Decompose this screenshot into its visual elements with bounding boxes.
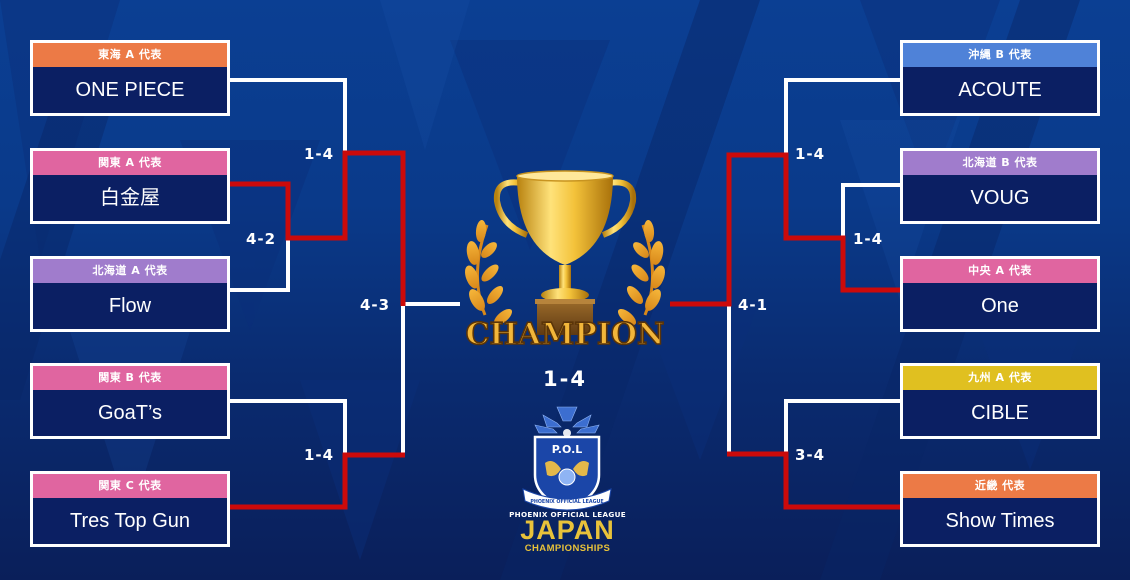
final-score: 1-4 — [543, 367, 587, 391]
team-name: Tres Top Gun — [33, 498, 227, 544]
line-acoute — [784, 78, 900, 155]
region-label: 九州 A 代表 — [903, 366, 1097, 390]
region-label: 関東 A 代表 — [33, 151, 227, 175]
team-name: ACOUTE — [903, 67, 1097, 113]
ribbon-text: PHOENIX OFFICIAL LEAGUE — [530, 499, 603, 505]
score-left-r2-top: 1-4 — [304, 145, 335, 163]
champion-label: CHAMPION — [466, 317, 665, 352]
team-card-goats[interactable]: 関東 B 代表 GoaT’s — [30, 363, 230, 439]
score-left-r1-bottom: 1-4 — [304, 446, 335, 464]
region-label: 関東 C 代表 — [33, 474, 227, 498]
region-label: 北海道 A 代表 — [33, 259, 227, 283]
team-name: CIBLE — [903, 390, 1097, 436]
cup — [517, 175, 613, 265]
team-card-acoute[interactable]: 沖縄 B 代表 ACOUTE — [900, 40, 1100, 116]
team-card-cible[interactable]: 九州 A 代表 CIBLE — [900, 363, 1100, 439]
line-onepiece — [230, 78, 347, 153]
team-name: Show Times — [903, 498, 1097, 544]
region-label: 北海道 B 代表 — [903, 151, 1097, 175]
handle-right — [601, 179, 637, 238]
logo-line-league: PHOENIX OFFICIAL LEAGUE — [509, 510, 626, 519]
shield-text: P.O.L — [552, 443, 583, 456]
region-label: 関東 B 代表 — [33, 366, 227, 390]
region-label: 近畿 代表 — [903, 474, 1097, 498]
team-card-one[interactable]: 中央 A 代表 One — [900, 256, 1100, 332]
score-right-r1-bottom: 3-4 — [795, 446, 826, 464]
team-card-showtimes[interactable]: 近畿 代表 Show Times — [900, 471, 1100, 547]
trophy-base — [537, 301, 593, 335]
score-left-r1-top: 4-2 — [246, 230, 277, 248]
laurel-left — [465, 220, 513, 326]
team-card-shirokaneya[interactable]: 関東 A 代表 白金屋 — [30, 148, 230, 224]
team-card-onepiece[interactable]: 東海 A 代表 ONE PIECE — [30, 40, 230, 116]
score-left-semi: 4-3 — [360, 296, 391, 314]
ribbon — [522, 488, 612, 511]
pol-logo: P.O.L PHOENIX OFFICIAL LEAGUE — [522, 406, 612, 511]
team-card-voug[interactable]: 北海道 B 代表 VOUG — [900, 148, 1100, 224]
score-right-r1-top: 1-4 — [853, 230, 884, 248]
laurel-right — [617, 220, 665, 326]
team-name: VOUG — [903, 175, 1097, 221]
team-name: 白金屋 — [33, 175, 227, 221]
logo-line-championships: CHAMPIONSHIPS — [524, 543, 611, 554]
trophy-icon: CHAMPION — [465, 170, 665, 353]
team-name: One — [903, 283, 1097, 329]
region-label: 東海 A 代表 — [33, 43, 227, 67]
team-card-trestopgun[interactable]: 関東 C 代表 Tres Top Gun — [30, 471, 230, 547]
team-name: Flow — [33, 283, 227, 329]
team-name: ONE PIECE — [33, 67, 227, 113]
region-label: 沖縄 B 代表 — [903, 43, 1097, 67]
team-card-flow[interactable]: 北海道 A 代表 Flow — [30, 256, 230, 332]
handle-left — [493, 179, 529, 238]
team-name: GoaT’s — [33, 390, 227, 436]
score-right-r2-top: 1-4 — [795, 145, 826, 163]
logo-line-japan: JAPAN — [520, 515, 615, 545]
score-right-semi: 4-1 — [738, 296, 769, 314]
region-label: 中央 A 代表 — [903, 259, 1097, 283]
